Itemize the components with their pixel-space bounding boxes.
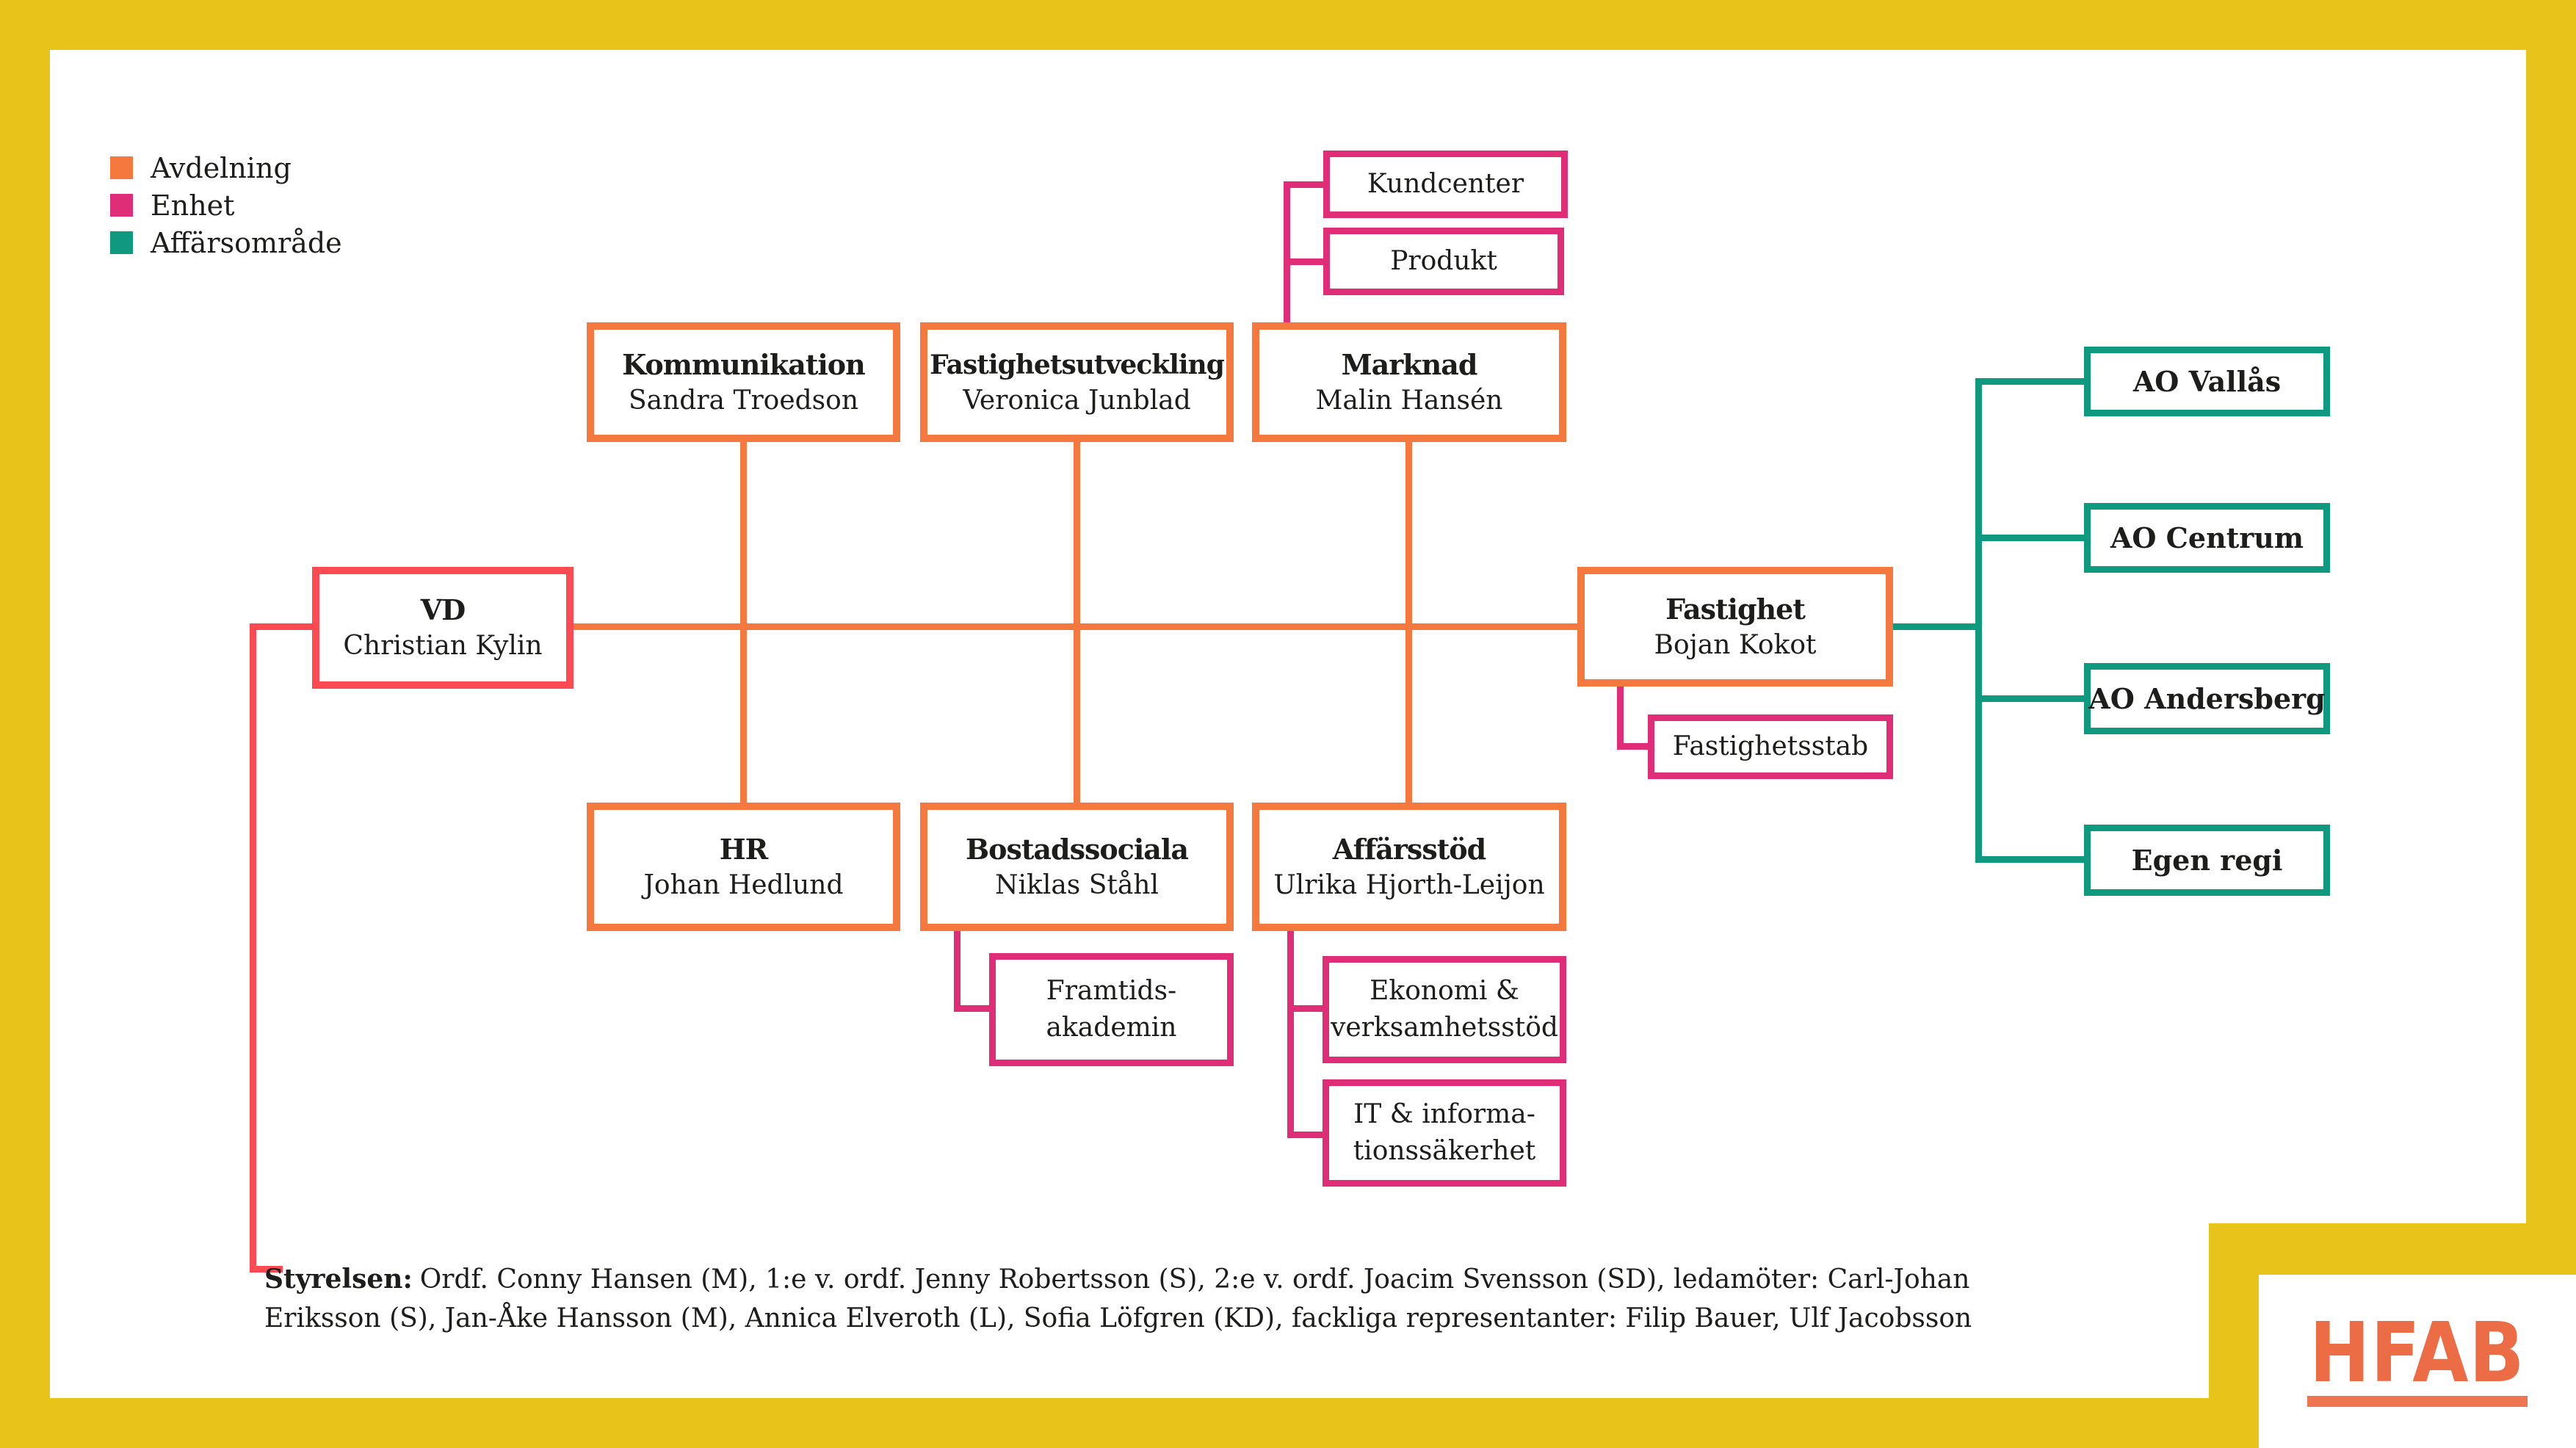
- node-title: VD: [420, 593, 466, 626]
- node-label: Fastighetsstab: [1672, 731, 1869, 761]
- node-kundcenter: Kundcenter: [1323, 151, 1568, 218]
- styrelsen-line2: Eriksson (S), Jan-Åke Hansson (M), Annic…: [264, 1303, 1972, 1333]
- connector-vd-left: [250, 623, 312, 630]
- connector-vd-styrelsen-vertical: [250, 623, 256, 1273]
- node-produkt: Produkt: [1323, 228, 1564, 295]
- node-label: Produkt: [1390, 246, 1497, 276]
- connector-fastighet-stab: [1617, 687, 1624, 750]
- node-kommunikation: Kommunikation Sandra Troedson: [587, 322, 900, 442]
- node-title: Marknad: [1341, 347, 1478, 381]
- node-label: Kundcenter: [1367, 169, 1524, 199]
- node-person: Malin Hansén: [1315, 385, 1503, 416]
- connector-kommunikation-hr: [740, 442, 747, 803]
- node-ao-centrum: AO Centrum: [2084, 503, 2330, 573]
- connector-ao-vertical: [1975, 378, 1982, 863]
- connector-fastighet-ao: [1893, 623, 1982, 630]
- node-label: Egen regi: [2131, 843, 2283, 877]
- node-person: Niklas Ståhl: [994, 869, 1159, 900]
- connector-fastighetsutveckling-bostadssociala: [1074, 442, 1080, 803]
- node-bostadssociala: Bostadssociala Niklas Ståhl: [920, 803, 1234, 931]
- node-it-informationssakerhet: IT & informa- tionssäkerhet: [1323, 1079, 1566, 1187]
- node-title: HR: [719, 832, 768, 866]
- legend-item-avdelning: Avdelning: [110, 149, 342, 187]
- node-person: Bojan Kokot: [1654, 629, 1817, 660]
- node-affarsstod: Affärsstöd Ulrika Hjorth-Leijon: [1252, 803, 1566, 931]
- node-ao-andersberg: AO Andersberg: [2084, 663, 2330, 734]
- connector-egen-regi-stub: [1975, 856, 2084, 863]
- node-person: Veronica Junblad: [963, 385, 1191, 416]
- node-fastighetsstab: Fastighetsstab: [1648, 714, 1893, 779]
- connector-ao-centrum-stub: [1975, 535, 2084, 541]
- connector-bostadssociala-framtidsakademin: [954, 931, 960, 1012]
- node-title: Bostadssociala: [966, 832, 1189, 866]
- legend: Avdelning Enhet Affärsområde: [110, 149, 342, 261]
- node-person: Christian Kylin: [343, 631, 543, 661]
- connector-framtidsakademin-stub: [954, 1005, 989, 1012]
- avdelning-swatch-icon: [110, 156, 133, 179]
- node-title: Fastighet: [1665, 592, 1806, 626]
- hfab-logo-box: HFAB: [2259, 1275, 2576, 1448]
- node-title: Kommunikation: [622, 347, 866, 381]
- legend-item-affarsomrade: Affärsområde: [110, 224, 342, 261]
- connector-styrelsen-stub: [250, 1266, 283, 1273]
- node-label: AO Vallås: [2132, 364, 2282, 398]
- node-label: AO Centrum: [2110, 521, 2304, 554]
- connector-marknad-affarsstod: [1405, 442, 1412, 803]
- node-hr: HR Johan Hedlund: [587, 803, 900, 931]
- styrelsen-line1: Ordf. Conny Hansen (M), 1:e v. ordf. Jen…: [419, 1264, 1970, 1295]
- affarsomrade-swatch-icon: [110, 231, 133, 254]
- node-person: Johan Hedlund: [643, 869, 844, 900]
- node-label: IT & informa- tionssäkerhet: [1353, 1099, 1536, 1166]
- connector-fastighetsstab-stub: [1617, 743, 1648, 750]
- node-label: Ekonomi & verksamhetsstöd: [1331, 976, 1558, 1043]
- connector-ao-andersberg-stub: [1975, 695, 2084, 702]
- node-ekonomi-verksamhetsstod: Ekonomi & verksamhetsstöd: [1323, 956, 1566, 1063]
- styrelsen-label: Styrelsen:: [264, 1264, 413, 1295]
- node-fastighet: Fastighet Bojan Kokot: [1577, 567, 1893, 687]
- legend-item-enhet: Enhet: [110, 187, 342, 224]
- connector-it-stub: [1287, 1132, 1323, 1138]
- legend-label: Enhet: [151, 189, 235, 222]
- hfab-logo: HFAB: [2309, 1305, 2525, 1401]
- node-title: Affärsstöd: [1332, 832, 1486, 866]
- node-person: Ulrika Hjorth-Leijon: [1273, 869, 1545, 900]
- node-fastighetsutveckling: Fastighetsutveckling Veronica Junblad: [920, 322, 1234, 442]
- node-title: Fastighetsutveckling: [930, 349, 1225, 380]
- node-framtidsakademin: Framtids- akademin: [989, 953, 1234, 1066]
- connector-ekonomi-stub: [1287, 1005, 1323, 1012]
- node-label: Framtids- akademin: [1046, 976, 1177, 1043]
- connector-affarsstod-enheter: [1287, 931, 1294, 1138]
- connector-marknad-enheter: [1284, 181, 1290, 322]
- node-egen-regi: Egen regi: [2084, 825, 2330, 896]
- legend-label: Affärsområde: [151, 226, 342, 259]
- enhet-swatch-icon: [110, 194, 133, 217]
- node-marknad: Marknad Malin Hansén: [1252, 322, 1566, 442]
- hfab-logo-underline: [2307, 1395, 2528, 1407]
- node-ao-vallas: AO Vallås: [2084, 347, 2330, 416]
- node-label: AO Andersberg: [2088, 681, 2326, 715]
- connector-kundcenter-stub: [1284, 181, 1323, 188]
- connector-produkt-stub: [1284, 258, 1323, 265]
- node-person: Sandra Troedson: [628, 385, 859, 416]
- connector-ao-vallas-stub: [1975, 378, 2084, 385]
- node-vd: VD Christian Kylin: [312, 567, 574, 689]
- legend-label: Avdelning: [151, 151, 292, 184]
- styrelsen-text: Styrelsen:Ordf. Conny Hansen (M), 1:e v.…: [264, 1260, 2056, 1338]
